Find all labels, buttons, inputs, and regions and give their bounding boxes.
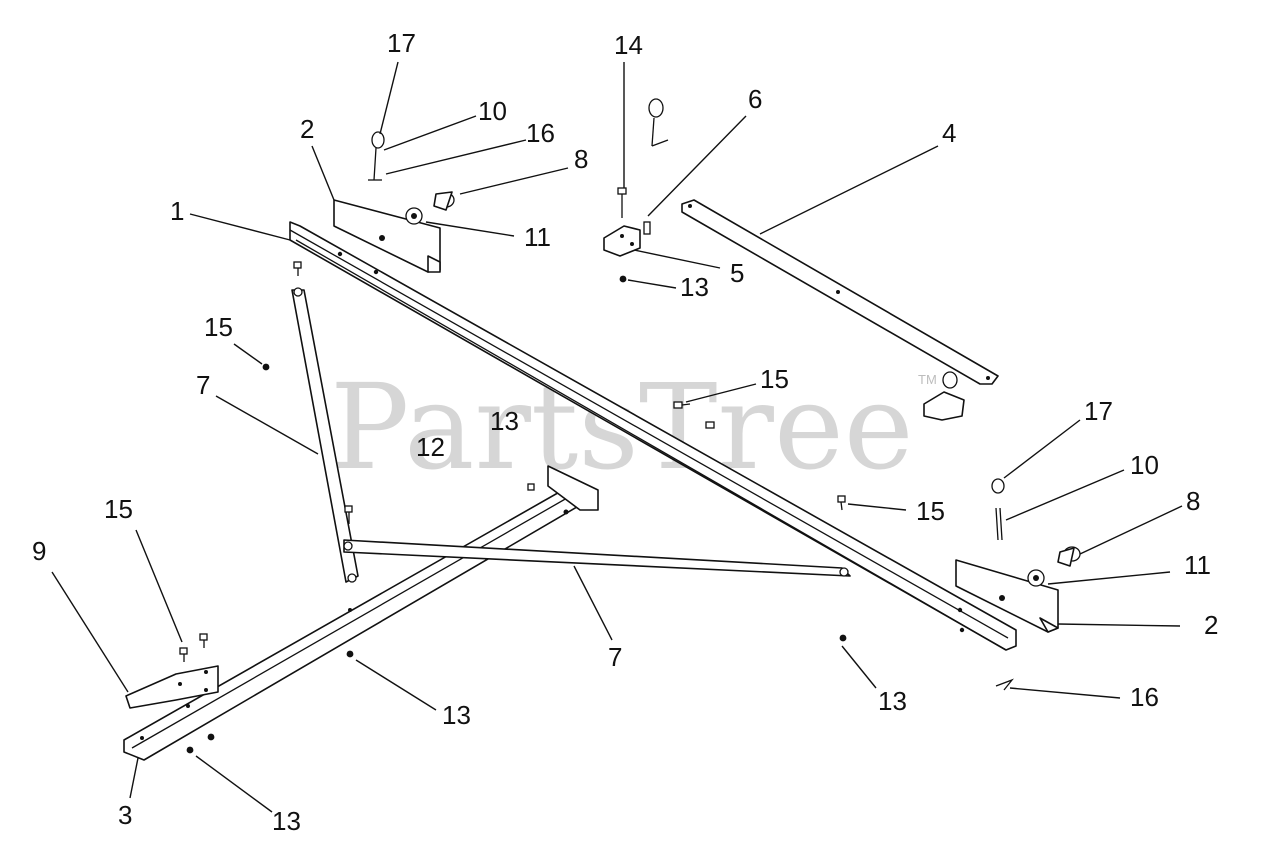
callout-15-right: 15 xyxy=(916,496,945,526)
callout-13-mid: 13 xyxy=(490,406,519,436)
part-15-bolt[interactable] xyxy=(344,505,353,524)
part-key-top[interactable] xyxy=(648,98,669,147)
callout-15-mid: 15 xyxy=(760,364,789,394)
callout-2-right: 2 xyxy=(1204,610,1218,640)
part-15-bolt[interactable] xyxy=(673,401,691,409)
callout-11-top: 11 xyxy=(524,222,551,252)
part-15-bolt[interactable] xyxy=(527,483,535,491)
part-3-cross-rail[interactable] xyxy=(123,465,599,761)
part-15-bolt[interactable] xyxy=(705,421,715,429)
callout-15-lower: 15 xyxy=(104,494,133,524)
part-8-clevis-top[interactable] xyxy=(433,191,455,211)
callout-17-top: 17 xyxy=(387,28,416,58)
part-9-plate[interactable] xyxy=(125,665,219,709)
part-16-clip-right[interactable] xyxy=(995,678,1014,691)
callout-9: 9 xyxy=(32,536,46,566)
part-13-nut[interactable] xyxy=(207,733,215,741)
callout-11-right: 11 xyxy=(1184,550,1211,580)
callout-10-right: 10 xyxy=(1130,450,1159,480)
part-17-ring-right[interactable] xyxy=(991,478,1005,494)
callout-7-upper: 7 xyxy=(196,370,210,400)
part-4-flat-bar[interactable] xyxy=(681,199,999,385)
part-2-bracket-top[interactable] xyxy=(333,199,441,273)
callout-12: 12 xyxy=(416,432,445,462)
part-2-bracket-bottom[interactable] xyxy=(955,559,1059,633)
callout-6: 6 xyxy=(748,84,762,114)
part-15-bolt[interactable] xyxy=(179,633,208,662)
part-10-pin-top[interactable] xyxy=(368,131,385,181)
callout-16-right: 16 xyxy=(1130,682,1159,712)
callout-7-lower: 7 xyxy=(608,642,622,672)
part-7-brace-horizontal[interactable] xyxy=(343,539,851,577)
callout-13-right: 13 xyxy=(878,686,907,716)
callout-16-top: 16 xyxy=(526,118,555,148)
part-clamp-assembly[interactable] xyxy=(923,371,965,421)
part-13-nut[interactable] xyxy=(346,650,354,658)
part-10-pin-right[interactable] xyxy=(995,507,1003,541)
callout-14: 14 xyxy=(614,30,643,60)
part-13-nut[interactable] xyxy=(619,275,627,283)
callout-13-bottom: 13 xyxy=(272,806,301,836)
callout-1: 1 xyxy=(170,196,184,226)
part-6-pin[interactable] xyxy=(643,221,651,235)
part-13-nut[interactable] xyxy=(262,363,270,371)
callout-5: 5 xyxy=(730,258,744,288)
leader-lines xyxy=(51,61,1183,813)
callout-8-right: 8 xyxy=(1186,486,1200,516)
part-14-bolt[interactable] xyxy=(617,187,627,218)
part-11-washer-right[interactable] xyxy=(1027,569,1045,587)
callout-10-top: 10 xyxy=(478,96,507,126)
callout-4: 4 xyxy=(942,118,956,148)
part-1-main-rail[interactable] xyxy=(289,221,1017,651)
part-5-clamp[interactable] xyxy=(603,225,641,257)
callout-13-center: 13 xyxy=(442,700,471,730)
callout-17-right: 17 xyxy=(1084,396,1113,426)
part-8-clevis-right[interactable] xyxy=(1057,546,1081,567)
watermark-tm: TM xyxy=(918,372,937,387)
part-13-nut[interactable] xyxy=(839,634,847,642)
part-15-bolt[interactable] xyxy=(837,495,846,511)
callout-2-top: 2 xyxy=(300,114,314,144)
callout-15-left: 15 xyxy=(204,312,233,342)
callout-3: 3 xyxy=(118,800,132,830)
part-7-brace-vertical[interactable] xyxy=(291,287,359,583)
callout-8-top: 8 xyxy=(574,144,588,174)
callout-13-top: 13 xyxy=(680,272,709,302)
part-15-bolt[interactable] xyxy=(293,261,302,276)
part-11-washer-top[interactable] xyxy=(405,207,423,225)
part-13-nut[interactable] xyxy=(186,746,194,754)
